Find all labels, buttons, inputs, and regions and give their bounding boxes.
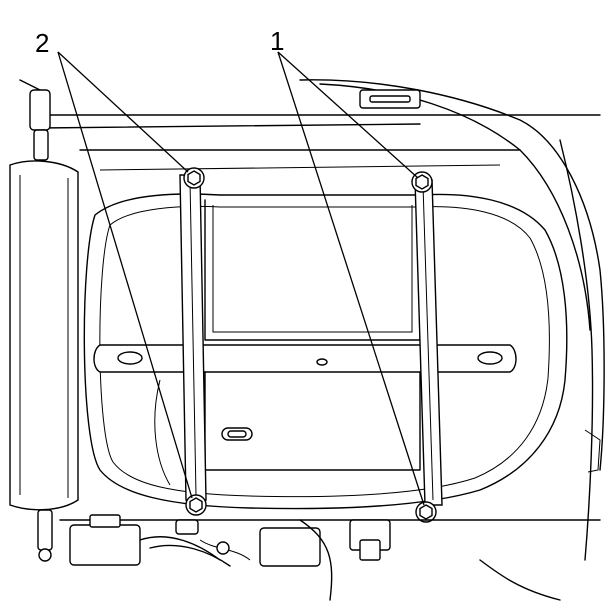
bolt-head-icon — [415, 174, 429, 190]
bolt-head-icon — [419, 504, 433, 520]
leader-line-2a — [57, 51, 189, 173]
leader-line-1a — [277, 51, 419, 179]
bolt-head-icon — [187, 170, 201, 186]
callout-1-label: 1 — [270, 26, 284, 56]
callout-2-label: 2 — [35, 28, 49, 58]
vehicle-body-outline — [19, 79, 605, 561]
lower-components — [59, 429, 601, 601]
bolt-group-2 — [183, 167, 207, 516]
bolt-head-icon — [189, 497, 203, 513]
leader-lines — [57, 51, 425, 506]
left-canister — [9, 89, 79, 562]
fuel-tank-shield — [83, 193, 568, 510]
leader-line-1b — [277, 51, 425, 506]
leader-line-2b — [57, 51, 193, 499]
